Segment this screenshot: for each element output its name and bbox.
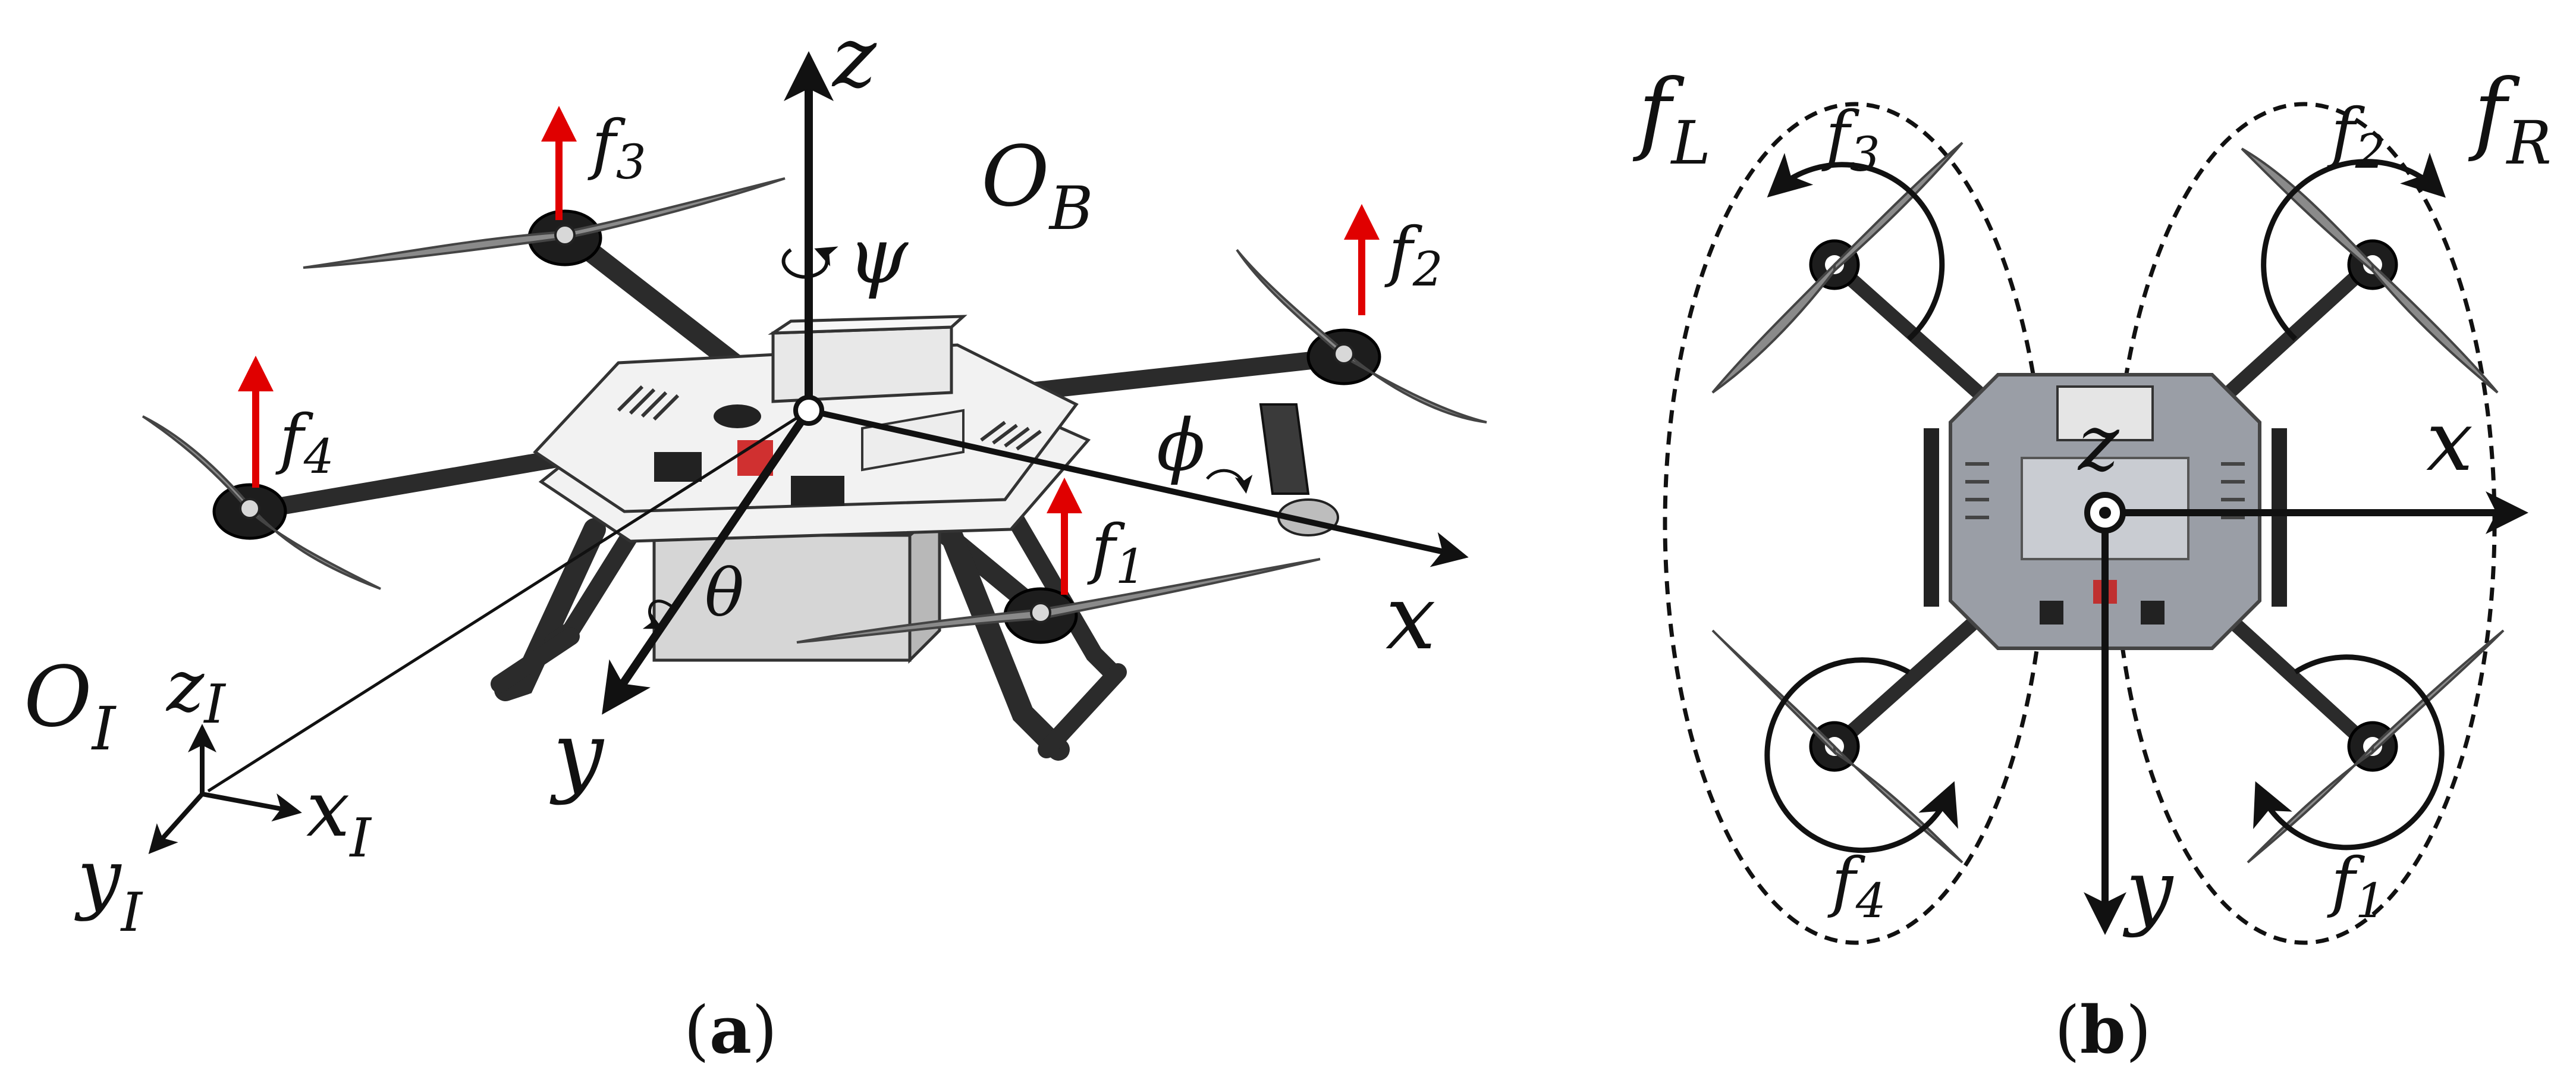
panel-b-caption: (b) [2054,991,2151,1068]
yaw-rotation-icon [781,246,838,279]
panel-a-caption: (a) [684,991,777,1068]
rotor-f2-rotation-icon [2261,152,2446,341]
top-thrust-label-f1: f1 [2327,843,2386,928]
body-x-label: x [1386,566,1436,670]
group-right-label: fR [2468,61,2552,178]
inertial-x-label: xI [306,764,372,870]
pitch-rotation-icon [642,600,673,629]
thrust-label-f1: f1 [1087,510,1146,594]
panel-b: z x y fL fR f3 f2 f4 f1 (b) [1632,61,2552,1068]
roll-rotation-icon [1206,469,1253,494]
y-axis-arrow [602,408,812,715]
inertial-frame [148,724,302,854]
rotor-f3-rotation-icon [1767,153,1945,341]
yaw-label: ψ [847,211,909,301]
inertial-x-arrow [202,792,302,822]
top-thrust-label-f4: f4 [1827,843,1886,928]
top-z-label: z [2077,398,2120,488]
rotor-f1-rotation-icon [2253,654,2445,851]
top-x-label: x [2426,393,2473,490]
top-thrust-label-f2: f2 [2327,94,2386,179]
body-axes [207,51,1469,793]
roll-label: ϕ [1157,404,1205,487]
x-axis-arrow [808,407,1469,567]
top-thrust-label-f3: f3 [1821,97,1880,182]
thrust-label-f4: f4 [275,400,334,484]
pitch-label: θ [705,555,744,631]
group-left-label: fL [1632,61,1711,178]
thrust-label-f3: f3 [588,106,646,190]
body-y-label: y [549,703,605,807]
inertial-z-label: zI [165,645,226,736]
panel-a: z x y OB ψ ϕ θ f3 f2 f4 f1 OI zI xI yI (… [24,10,1487,1068]
body-origin-marker [793,395,824,426]
inertial-y-label: yI [74,832,143,944]
thrust-arrows [238,106,1380,595]
quadrotor-isometric-icon [142,177,1487,761]
top-y-label: y [2122,842,2174,939]
inertial-y-arrow [148,792,204,854]
rotor-f4-rotation-icon [1764,657,1958,853]
origin-inertial-label: OI [24,649,117,764]
inertial-link-line [207,409,810,793]
thrust-label-f2: f2 [1384,213,1443,297]
body-z-label: z [831,10,877,106]
origin-body-label: OB [981,128,1093,243]
